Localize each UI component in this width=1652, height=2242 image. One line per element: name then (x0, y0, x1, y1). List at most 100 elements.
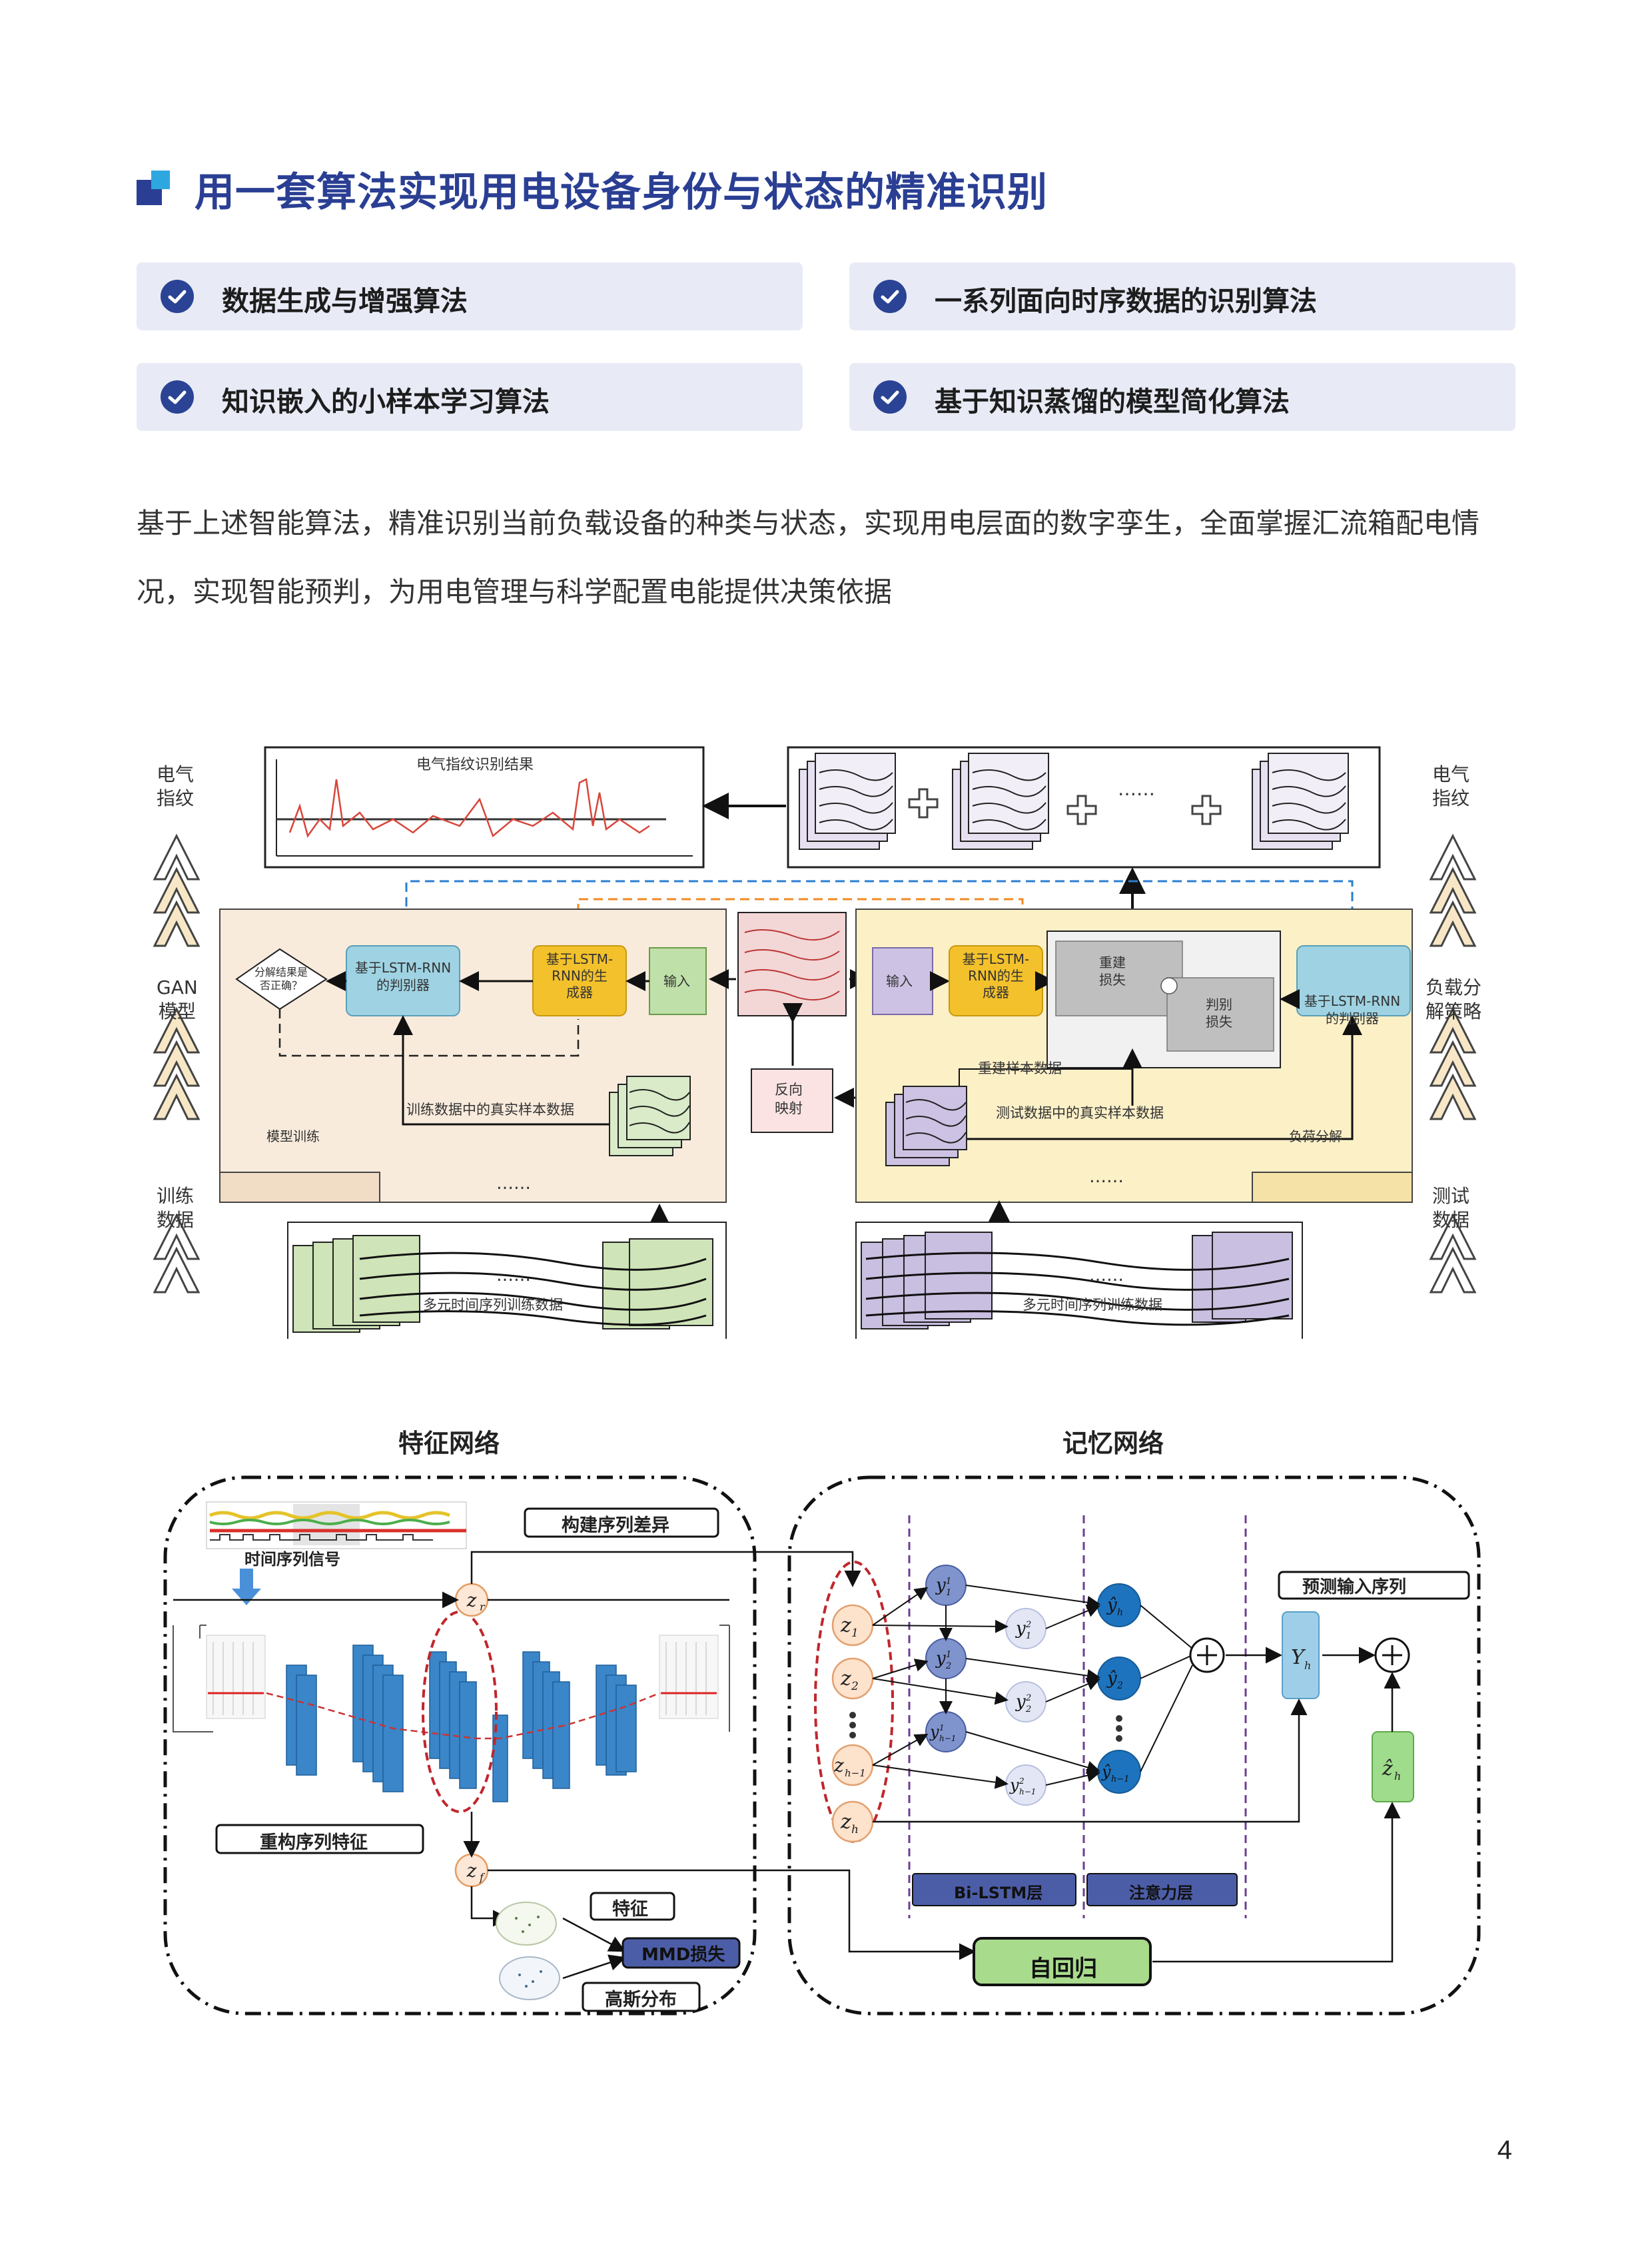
feature-box (590, 1892, 675, 1921)
feature-label: 数据生成与增强算法 (222, 286, 468, 316)
multi-train-label-left: 多元时间序列训练数据 (423, 1297, 563, 1313)
left-chevron-column (153, 833, 201, 1294)
encoder-blocks (286, 1645, 637, 1802)
svg-text:h−1: h−1 (1019, 1787, 1036, 1796)
bilstm-label: Bi-LSTM层 (954, 1884, 1043, 1902)
feature-net-frame (163, 1475, 757, 2016)
feature-label: 一系列面向时序数据的识别算法 (935, 286, 1317, 316)
generator-label: 基于LSTM- RNN的生 成器 (546, 951, 614, 1000)
check-circle-icon (161, 280, 194, 313)
train-dots-top: …… (496, 1174, 531, 1194)
svg-text:z: z (840, 1667, 851, 1690)
model-training-label: 模型训练 (266, 1128, 320, 1144)
svg-text:h−1: h−1 (1111, 1774, 1130, 1784)
reverse-mapping-label: 反向 映射 (775, 1082, 803, 1116)
multi-train-label-right: 多元时间序列训练数据 (1023, 1297, 1162, 1313)
result-chart-box (264, 746, 705, 869)
train-sample-stack (609, 1076, 691, 1156)
zh-hat-box (1372, 1731, 1414, 1802)
gan-diagram (153, 746, 1477, 1339)
svg-text:y: y (1015, 1692, 1026, 1712)
svg-text:2: 2 (851, 1680, 859, 1693)
recon-feature-label: 重构序列特征 (260, 1832, 368, 1853)
train-real-label: 训练数据中的真实样本数据 (406, 1102, 574, 1118)
right-label-load: 负载分 解策略 (1426, 976, 1482, 1022)
generator-label-right: 基于LSTM- RNN的生 成器 (962, 951, 1030, 1000)
svg-text:z: z (840, 1614, 851, 1637)
svg-text:ŷ: ŷ (1106, 1595, 1117, 1615)
recon-feature-box (215, 1824, 424, 1854)
svg-text:h: h (851, 1823, 859, 1836)
svg-text:y: y (1009, 1776, 1019, 1794)
svg-text:1: 1 (939, 1723, 945, 1732)
plus-icon (908, 788, 1222, 825)
train-dots-bottom: …… (496, 1266, 531, 1286)
svg-text:y: y (935, 1575, 946, 1595)
build-diff-label: 构建序列差异 (562, 1515, 669, 1536)
predict-input-box (1278, 1571, 1470, 1600)
svg-text:z: z (833, 1754, 844, 1776)
test-dots-bottom: …… (1089, 1266, 1124, 1286)
memory-net-title: 记忆网络 (1062, 1430, 1164, 1458)
signal-stack-3 (1252, 753, 1349, 850)
discriminator-label: 基于LSTM-RNN 的判别器 (354, 960, 452, 993)
feature-label: 特征 (612, 1899, 648, 1920)
heading-square-icon (137, 171, 170, 205)
load-decomposition-label: 负荷分解 (1289, 1128, 1342, 1144)
right-label-test-data: 测试 数据 (1432, 1185, 1470, 1231)
reverse-mapping-box (751, 1068, 833, 1133)
bilstm-box (912, 1873, 1076, 1906)
test-sample-stack (885, 1086, 967, 1166)
recon-samples-label: 重建样本数据 (978, 1060, 1062, 1076)
svg-text:2: 2 (1025, 1704, 1031, 1714)
feature-card: 基于知识蒸馏的模型简化算法 (849, 363, 1515, 431)
attention-box (1086, 1873, 1238, 1906)
svg-text:h: h (1394, 1770, 1401, 1782)
svg-text:h: h (1117, 1607, 1123, 1618)
memory-net-frame (787, 1475, 1481, 2016)
left-label-fingerprint: 电气 指纹 (157, 763, 195, 809)
gaussian-box (582, 1982, 701, 2012)
ts-signal-label: 时间序列信号 (244, 1550, 340, 1569)
svg-text:ŷ: ŷ (1106, 1669, 1117, 1688)
svg-text:h: h (1304, 1659, 1311, 1672)
decision-label: 分解结果是 否正确？ (254, 966, 308, 992)
svg-text:2: 2 (1116, 1681, 1123, 1691)
test-real-label: 测试数据中的真实样本数据 (996, 1105, 1164, 1121)
test-dots-top: …… (1089, 1167, 1124, 1187)
recon-loss-label: 重建 损失 (1099, 954, 1126, 988)
svg-text:1: 1 (851, 1627, 859, 1640)
svg-text:Y: Y (1291, 1646, 1306, 1669)
fingerprint-curve (288, 778, 650, 838)
input-label-right: 输入 (886, 973, 913, 989)
stack-ellipsis: …… (1118, 778, 1155, 800)
svg-text:y: y (929, 1722, 939, 1741)
svg-text:2: 2 (1025, 1693, 1031, 1703)
test-series-left (861, 1232, 1293, 1329)
autoregress-label: 自回归 (1029, 1956, 1097, 1982)
check-circle-icon (873, 280, 907, 313)
predict-input-label: 预测输入序列 (1302, 1577, 1407, 1597)
svg-text:f: f (479, 1871, 486, 1884)
autoregress-box (973, 1937, 1152, 1986)
svg-text:2: 2 (1025, 1620, 1031, 1630)
right-label-fingerprint: 电气 指纹 (1432, 763, 1470, 809)
svg-text:ŷ: ŷ (1101, 1762, 1111, 1781)
svg-text:2: 2 (1019, 1776, 1025, 1786)
left-label-gan: GAN 模型 (157, 976, 198, 1022)
mmd-loss-box (621, 1937, 741, 1969)
svg-text:r: r (480, 1601, 486, 1613)
feature-card: 一系列面向时序数据的识别算法 (849, 262, 1515, 330)
feature-card: 知识嵌入的小样本学习算法 (137, 363, 803, 431)
description-line-1: 基于上述智能算法，精准识别当前负载设备的种类与状态，实现用电层面的数字孪生，全面… (137, 508, 1480, 539)
svg-text:y: y (935, 1649, 946, 1669)
check-circle-icon (873, 380, 907, 414)
svg-text:1: 1 (946, 1650, 951, 1660)
svg-text:1: 1 (946, 1588, 951, 1598)
signal-stack-2 (952, 753, 1049, 850)
input-box-right (872, 947, 933, 1015)
feature-label: 基于知识蒸馏的模型简化算法 (935, 386, 1290, 417)
build-diff-box (524, 1507, 719, 1538)
disc-loss-label: 判别 损失 (1206, 996, 1232, 1030)
